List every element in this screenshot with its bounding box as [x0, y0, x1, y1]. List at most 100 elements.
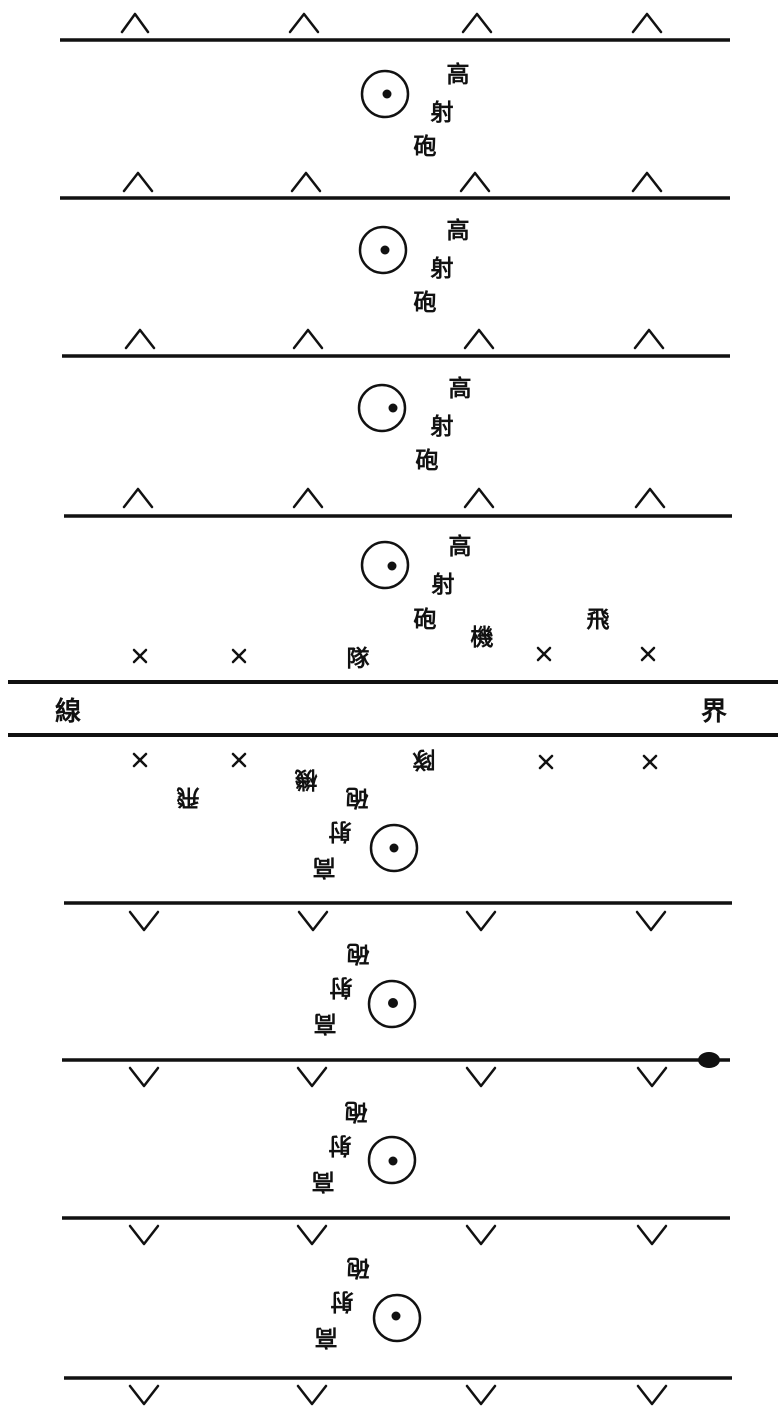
boundary-label-left: 線 — [55, 696, 81, 727]
unit-label-char: 砲 — [416, 448, 439, 474]
chevron-up-icon — [122, 487, 154, 509]
bottom-chevron-row-1 — [128, 910, 667, 932]
chevron-down-icon — [636, 1384, 668, 1406]
bottom-chevron-row-4 — [128, 1384, 668, 1406]
bottom-aa-gun-unit-3: 高 射 砲 — [312, 1098, 417, 1195]
gun-emplacement-icon — [358, 225, 408, 275]
chevron-up-icon — [631, 171, 663, 193]
bottom-chevron-row-2 — [128, 1066, 668, 1088]
unit-label-char: 砲 — [414, 134, 437, 160]
aircraft-cross-icon — [231, 648, 247, 664]
aircraft-cross-icon — [231, 752, 247, 768]
gun-emplacement-icon — [369, 823, 419, 873]
chevron-up-icon — [292, 328, 324, 350]
chevron-down-icon — [128, 1224, 160, 1246]
bottom-aa-gun-unit-2: 高 射 砲 — [314, 940, 417, 1037]
aircraft-cross-icon — [132, 752, 148, 768]
gun-center-dot-icon — [388, 403, 398, 413]
unit-label-char: 高 — [447, 61, 470, 88]
chevron-up-icon — [292, 487, 324, 509]
chevron-up-icon — [120, 12, 150, 34]
bottom-aa-gun-unit-1: 高 射 砲 — [313, 784, 419, 881]
chevron-down-icon — [297, 910, 329, 932]
aircraft-cross-icon — [132, 648, 148, 664]
aircraft-label-char: 飛 — [177, 784, 200, 810]
unit-label-char: 高 — [449, 375, 472, 402]
unit-label-char: 砲 — [414, 290, 437, 316]
chevron-up-icon — [290, 171, 322, 193]
unit-label-char: 射 — [329, 818, 353, 845]
chevron-down-icon — [296, 1224, 328, 1246]
chevron-up-icon — [634, 487, 666, 509]
unit-label-char: 高 — [315, 1324, 338, 1351]
chevron-down-icon — [635, 910, 667, 932]
gun-emplacement-icon — [357, 383, 407, 433]
aircraft-cross-icon — [642, 754, 658, 770]
chevron-down-icon — [465, 1066, 497, 1088]
unit-label-char: 高 — [449, 533, 472, 560]
gun-emplacement-icon — [360, 540, 410, 590]
top-aa-gun-unit-1: 高 射 砲 — [360, 61, 470, 160]
aircraft-cross-icon — [538, 754, 554, 770]
chevron-up-icon — [631, 12, 663, 34]
top-chevron-row-1 — [120, 12, 663, 34]
chevron-up-icon — [463, 487, 495, 509]
unit-label-char: 射 — [329, 1132, 353, 1159]
top-aa-gun-unit-4: 高 射 砲 — [360, 533, 472, 633]
unit-label-char: 射 — [330, 974, 354, 1001]
bottom-aircraft-crosses — [132, 752, 658, 770]
gun-center-dot-icon — [382, 89, 392, 99]
top-aircraft-unit: 飛 機 隊 — [132, 607, 656, 672]
chevron-down-icon — [296, 1066, 328, 1088]
aircraft-cross-icon — [536, 646, 552, 662]
unit-label-char: 射 — [430, 413, 454, 440]
bottom-side: 飛 機 隊 高 射 砲 高 射 砲 高 射 砲 高 — [62, 746, 732, 1406]
gun-center-dot-icon — [380, 245, 390, 255]
chevron-up-icon — [124, 328, 156, 350]
unit-label-char: 射 — [430, 255, 454, 282]
unit-label-char: 砲 — [346, 784, 369, 810]
chevron-down-icon — [296, 1384, 328, 1406]
chevron-up-icon — [459, 171, 491, 193]
chevron-down-icon — [128, 1066, 160, 1088]
unit-label-char: 砲 — [345, 1098, 368, 1124]
gun-center-dot-icon — [388, 998, 398, 1008]
chevron-down-icon — [465, 1384, 497, 1406]
unit-label-char: 高 — [314, 1010, 337, 1037]
unit-label-char: 射 — [331, 1288, 355, 1315]
aircraft-label-char: 飛 — [587, 607, 610, 633]
boundary-label-right: 界 — [701, 697, 727, 727]
unit-label-char: 砲 — [347, 1254, 370, 1280]
chevron-up-icon — [463, 328, 495, 350]
gun-center-dot-icon — [388, 1156, 398, 1166]
aircraft-label-char: 機 — [295, 766, 318, 792]
aircraft-cross-icon — [640, 646, 656, 662]
gun-emplacement-icon — [367, 979, 417, 1029]
boundary-line: 線 界 — [8, 680, 778, 737]
top-chevron-row-4 — [122, 487, 666, 509]
gun-center-dot-icon — [389, 843, 399, 853]
chevron-down-icon — [128, 1384, 160, 1406]
top-aa-gun-unit-2: 高 射 砲 — [358, 217, 470, 316]
gun-center-dot-icon — [387, 561, 397, 571]
top-chevron-row-3 — [124, 328, 665, 350]
unit-label-char: 高 — [312, 1168, 335, 1195]
gun-emplacement-icon — [360, 69, 410, 119]
top-aircraft-crosses — [132, 646, 656, 664]
unit-label-char: 高 — [447, 217, 470, 244]
chevron-down-icon — [128, 910, 160, 932]
unit-label-char: 砲 — [414, 607, 437, 633]
gun-center-dot-icon — [391, 1311, 401, 1321]
chevron-up-icon — [461, 12, 493, 34]
bottom-chevron-row-3 — [128, 1224, 668, 1246]
gun-emplacement-icon — [372, 1293, 422, 1343]
chevron-down-icon — [636, 1066, 668, 1088]
chevron-down-icon — [465, 910, 497, 932]
unit-label-char: 射 — [430, 99, 454, 126]
unit-label-char: 砲 — [347, 940, 370, 966]
aircraft-label-char: 隊 — [412, 746, 436, 773]
chevron-down-icon — [636, 1224, 668, 1246]
ink-blot-mark — [698, 1052, 720, 1068]
top-chevron-row-2 — [122, 171, 663, 193]
